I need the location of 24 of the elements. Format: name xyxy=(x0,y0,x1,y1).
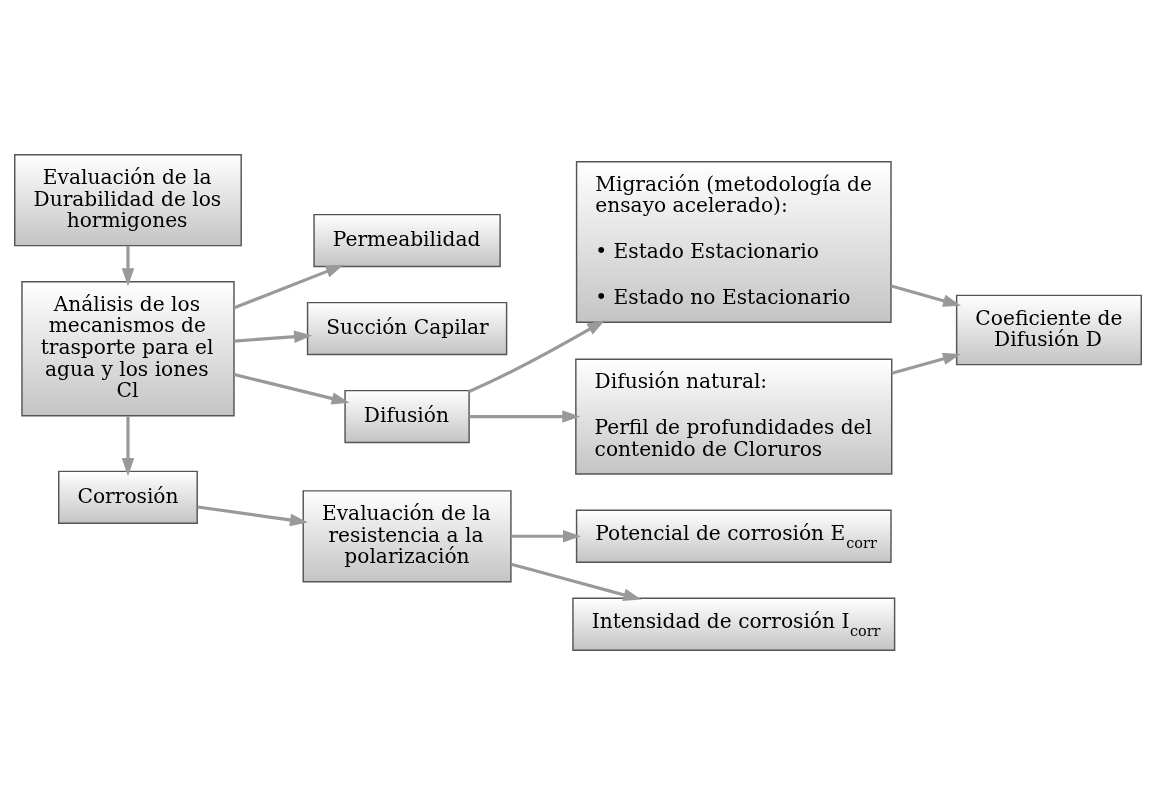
node-box: Evaluación de la Durabilidad de los hormigones xyxy=(14,154,242,247)
arrow xyxy=(510,562,642,601)
arrow xyxy=(891,352,961,375)
node-box: Difusión xyxy=(344,389,470,444)
node-box: Succión Capilar xyxy=(306,301,508,356)
arrow xyxy=(468,320,606,393)
arrow xyxy=(469,410,581,423)
node-box: Corrosión xyxy=(58,470,198,524)
arrow xyxy=(121,245,135,287)
arrow xyxy=(121,416,135,477)
arrow xyxy=(510,530,581,543)
node-box: Permeabilidad xyxy=(313,213,501,268)
node-box: Análisis de los mecanismos de trasporte para el agua y los iones Cl xyxy=(21,280,235,417)
node-box: Difusión natural: Perfil de profundidades del contenido de Cloruros xyxy=(575,358,893,475)
node-box: Intensidad de corrosión I$_{corr}$ xyxy=(572,597,896,651)
node-box: Potencial de corrosión E$_{corr}$ xyxy=(575,509,892,563)
arrow xyxy=(233,372,350,405)
arrow xyxy=(233,264,344,310)
arrow xyxy=(234,330,313,343)
node-box: Migración (metodología de ensayo acelerado): • Estado Estacionario • Estado no Estacionario xyxy=(575,161,892,323)
arrow xyxy=(197,505,308,527)
node-box: Evaluación de la resistencia a la polarización xyxy=(302,490,512,583)
node-box: Coeficiente de Difusión D xyxy=(955,294,1142,366)
arrow xyxy=(890,284,961,307)
